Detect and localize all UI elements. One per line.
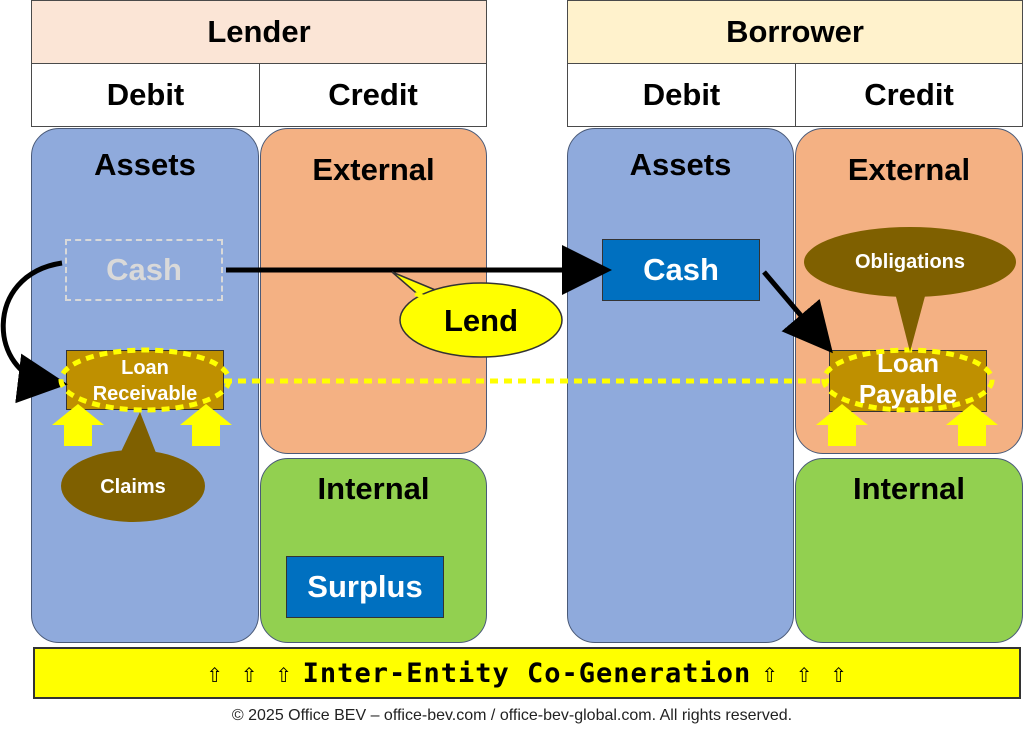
loan-receivable-ellipse [58,347,232,413]
borrower-debit-label: Debit [642,77,721,112]
obligations-callout [804,227,1016,297]
lend-label: Lend [444,303,518,338]
loan-receivable-line1: Loan [121,357,169,379]
up-arrow-icon [180,404,232,446]
claims-callout [61,450,205,522]
lender-debit-label: Debit [106,77,185,112]
surplus-box: Surplus [286,556,444,618]
lender-credit-header: Credit [260,64,487,127]
lender-assets-label: Assets [94,147,196,182]
borrower-assets-block: Assets [567,128,794,643]
lender-debit-header: Debit [31,64,260,127]
lender-cash-box: Cash [65,239,223,301]
obligations-label: Obligations [855,251,965,273]
bar-arrows-left: ⇧ ⇧ ⇧ [206,657,293,689]
loan-receivable-line2: Receivable [93,383,198,405]
borrower-internal-block: Internal [795,458,1023,643]
claims-label: Claims [100,476,166,498]
borrower-external-label: External [847,152,971,187]
cash-to-receivable-arrow [0,260,68,404]
borrower-header: Borrower [567,0,1023,64]
borrower-assets-label: Assets [629,147,732,182]
borrower-cash-box: Cash [602,239,760,301]
loan-payable-line1: Loan [877,348,939,378]
loan-payable-ellipse [821,347,995,413]
copyright-footer: © 2025 Office BEV – office-bev.com / off… [231,707,793,724]
cash-to-payable-arrow [762,270,833,354]
up-arrow-icon [52,404,104,446]
bar-arrows-right: ⇧ ⇧ ⇧ [761,657,848,689]
borrower-debit-header: Debit [567,64,796,127]
borrower-credit-header: Credit [796,64,1023,127]
lender-internal-label: Internal [317,471,430,506]
loan-payable-line2: Payable [859,379,957,409]
co-generation-bar: ⇧ ⇧ ⇧ Inter-Entity Co-Generation ⇧ ⇧ ⇧ [33,647,1021,699]
lend-bubble [399,282,563,358]
lender-external-label: External [312,152,435,187]
borrower-cash-label: Cash [643,252,719,287]
borrower-credit-label: Credit [864,77,954,112]
lender-title: Lender [207,14,311,49]
up-arrow-icon [946,404,998,446]
obligations-callout-tail [893,285,928,352]
bar-text: Inter-Entity Co-Generation [302,657,752,689]
borrower-internal-label: Internal [853,471,965,506]
up-arrow-icon [816,404,868,446]
lender-credit-label: Credit [328,77,418,112]
lender-cash-label: Cash [106,252,182,287]
surplus-label: Surplus [307,569,423,604]
borrower-title: Borrower [726,14,864,49]
claims-callout-tail [118,412,158,458]
lender-header: Lender [31,0,487,64]
